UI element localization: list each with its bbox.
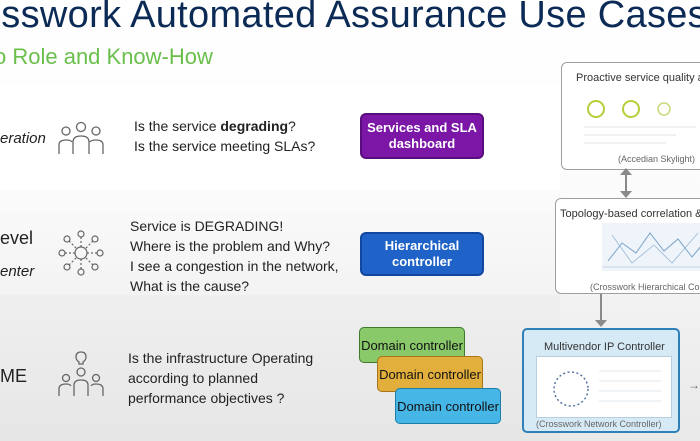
panel-footer: (Crosswork Network Controller) <box>536 419 662 429</box>
network-ring-icon <box>553 370 661 407</box>
question-line: I see a congestion in the network, <box>130 258 339 274</box>
panel-footer: (Crosswork Hierarchical Contr <box>590 282 700 292</box>
question-line: Is the infrastructure Operating <box>128 350 314 366</box>
question-line: Where is the problem and Why? <box>130 238 330 254</box>
question-block-operations: Is the service degrading? Is the service… <box>134 116 315 156</box>
controller-screen <box>536 356 672 418</box>
domain-controller-blue[interactable]: Domain controller <box>395 388 501 424</box>
question-block-network-level: Service is DEGRADING! Where is the probl… <box>130 216 339 296</box>
question-line: performance objectives ? <box>128 390 285 406</box>
arrow-down-icon <box>595 320 607 327</box>
panel-footer: (Accedian Skylight) <box>618 154 696 164</box>
page-subtitle: o Role and Know-How <box>0 44 213 69</box>
topology-map-icon <box>602 223 700 271</box>
people-network-icon <box>56 228 106 278</box>
question-block-sme: Is the infrastructure Operating accordin… <box>128 348 313 408</box>
domain-controller-label: Domain controller <box>397 398 499 414</box>
proactive-service-quality-panel[interactable]: Proactive service quality a (Accedian Sk… <box>561 62 700 170</box>
domain-controller-label: Domain controller <box>379 366 481 382</box>
arrow-down-icon <box>620 191 632 198</box>
question-line: Is the service meeting SLAs? <box>134 138 316 154</box>
topology-correlation-panel[interactable]: Topology-based correlation & (Crosswork … <box>555 198 700 294</box>
question-line: Service is DEGRADING! <box>130 218 284 234</box>
arrow-up-icon <box>620 168 632 175</box>
question-line: Is the service degrading? <box>134 118 296 134</box>
domain-controller-label: Domain controller <box>361 337 463 353</box>
domain-controller-orange[interactable]: Domain controller <box>377 356 483 392</box>
connector-line <box>600 294 602 324</box>
panel-title: Multivendor IP Controller <box>544 341 665 353</box>
button-label-line: Services and SLA <box>367 120 477 135</box>
people-group-icon <box>56 120 106 156</box>
question-line: according to planned <box>128 370 258 386</box>
dashboard-thumbnail-icon <box>584 100 696 144</box>
role-label-operations: eration <box>0 130 46 147</box>
experts-group-icon <box>56 350 106 400</box>
connector-arrow <box>625 171 627 195</box>
panel-title: Topology-based correlation & <box>560 208 700 220</box>
role-label-network-level: evel <box>0 228 34 248</box>
role-label-center: enter <box>0 263 35 280</box>
more-arrow-icon: → <box>688 378 700 392</box>
question-line: What is the cause? <box>130 278 250 294</box>
multivendor-ip-controller-panel[interactable]: Multivendor IP Controller (Crosswork Net… <box>522 328 680 433</box>
button-label-line: dashboard <box>388 136 456 151</box>
button-label-line: controller <box>392 254 452 269</box>
button-label-line: Hierarchical <box>384 238 460 253</box>
page-title: csswork Automated Assurance Use Cases <box>0 0 700 36</box>
panel-title: Proactive service quality a <box>576 72 700 84</box>
role-label-sme: ME <box>0 366 27 386</box>
